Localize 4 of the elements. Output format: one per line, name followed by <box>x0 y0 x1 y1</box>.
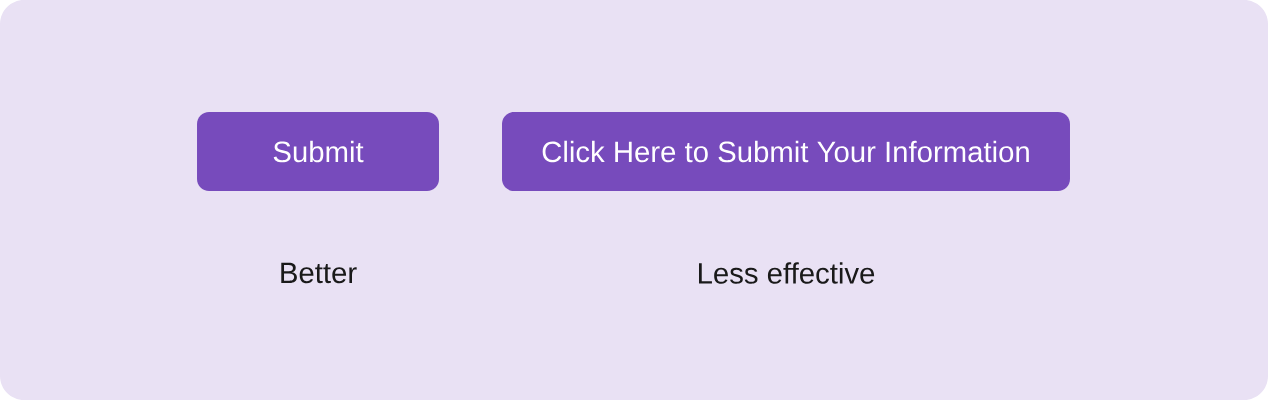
node-label: Better <box>281 262 357 284</box>
node-label: Less effective <box>699 262 875 284</box>
button: Click Here to Submit Your Information <box>502 112 1070 191</box>
button: Submit <box>197 112 439 191</box>
